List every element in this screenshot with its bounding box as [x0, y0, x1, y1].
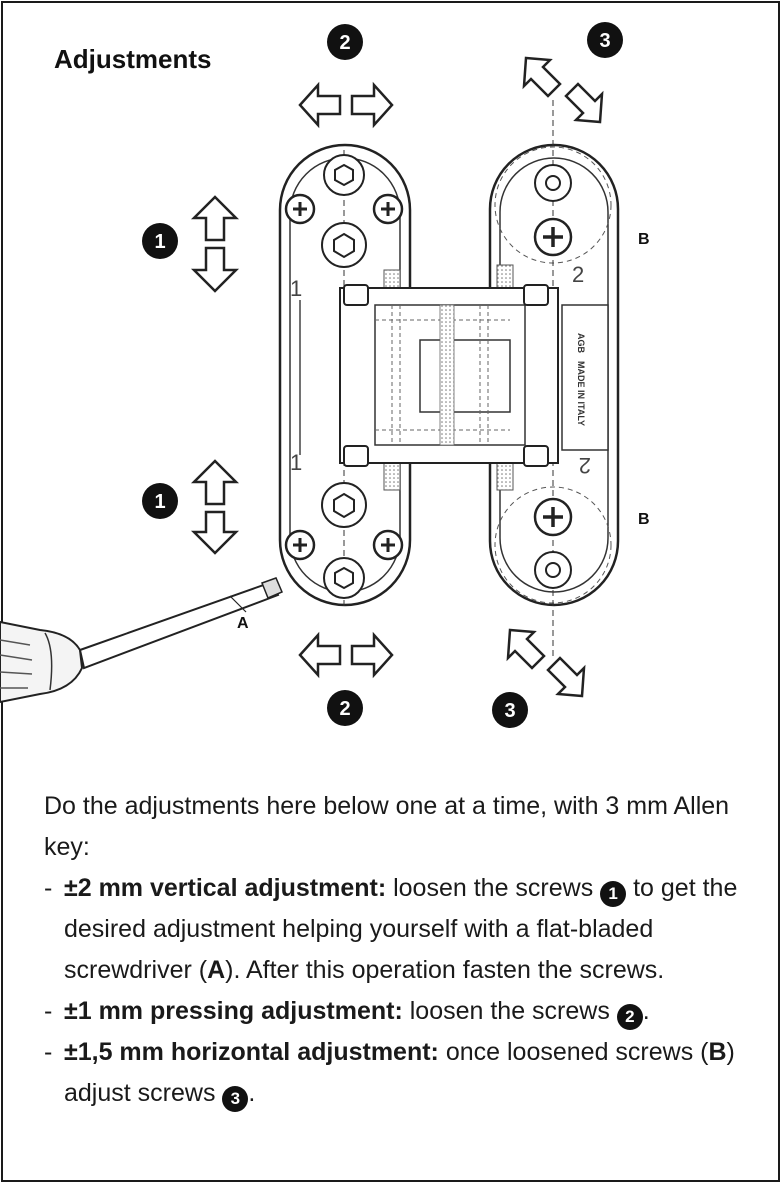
- arrow-diagonal-icon: [522, 56, 604, 124]
- instruction-item-pressing: -±1 mm pressing adjustment: loosen the s…: [44, 991, 744, 1032]
- hinge-diagram: 1 1 2 2 AGB MADE IN ITALY 2 2: [0, 22, 650, 728]
- screw-adj1-top: [321, 222, 367, 268]
- screwdriver: [0, 577, 283, 704]
- arrow-left-right-icon: [298, 81, 394, 129]
- callout-badge-1-bottom: 1: [142, 483, 178, 519]
- badge-3-icon: 3: [222, 1086, 249, 1112]
- screw-adj3-bottom: [534, 551, 572, 589]
- badge-1-icon: 1: [600, 881, 627, 907]
- page-title: Adjustments: [54, 44, 212, 74]
- svg-text:1: 1: [154, 231, 165, 253]
- brand-mark: AGB MADE IN ITALY: [576, 333, 586, 426]
- hinge-digit-2-bottom: 2: [579, 453, 591, 478]
- svg-text:1: 1: [154, 491, 165, 513]
- arrow-up-down-icon: [190, 195, 240, 293]
- instructions-intro: Do the adjustments here below one at a t…: [44, 792, 730, 861]
- screw-adj2-top: [323, 154, 365, 196]
- callout-badge-2-top: 2: [327, 24, 363, 60]
- hinge-digit-2-top: 2: [572, 262, 584, 287]
- screw-adj1-bottom: [321, 482, 367, 528]
- arrow-left-right-icon: [298, 631, 394, 679]
- instruction-item-horizontal: -±1,5 mm horizontal adjustment: once loo…: [44, 1032, 744, 1114]
- hinge-digit-1-top: 1: [290, 276, 302, 301]
- screw-b-bottom: [533, 497, 573, 537]
- screw-adj2-bottom: [323, 557, 365, 599]
- marker-b-top: B: [638, 231, 650, 248]
- callout-badge-1-top: 1: [142, 223, 178, 259]
- arrow-up-down-icon: [190, 459, 240, 555]
- svg-text:3: 3: [599, 30, 610, 52]
- arrow-diagonal-icon: [506, 628, 586, 698]
- svg-text:MADE IN ITALY: MADE IN ITALY: [576, 361, 586, 426]
- marker-a: A: [237, 615, 249, 632]
- marker-b-bottom: B: [638, 511, 650, 528]
- callout-badge-3-bottom: 3: [492, 692, 528, 728]
- screw-b-top: [533, 217, 573, 257]
- screw-adj3-top: [534, 164, 572, 202]
- hinge-digit-1-bottom: 1: [290, 450, 302, 475]
- svg-text:2: 2: [339, 698, 350, 720]
- svg-text:AGB: AGB: [576, 333, 586, 354]
- svg-text:3: 3: [504, 700, 515, 722]
- badge-2-icon: 2: [616, 1004, 643, 1030]
- instruction-item-vertical: -±2 mm vertical adjustment: loosen the s…: [44, 874, 738, 984]
- phillips-screw: [284, 193, 404, 561]
- callout-badge-3-top: 3: [587, 22, 623, 58]
- svg-text:2: 2: [339, 32, 350, 54]
- instructions: Do the adjustments here below one at a t…: [44, 786, 744, 1114]
- hinge-center-arm: [339, 284, 559, 467]
- callout-badge-2-bottom: 2: [327, 690, 363, 726]
